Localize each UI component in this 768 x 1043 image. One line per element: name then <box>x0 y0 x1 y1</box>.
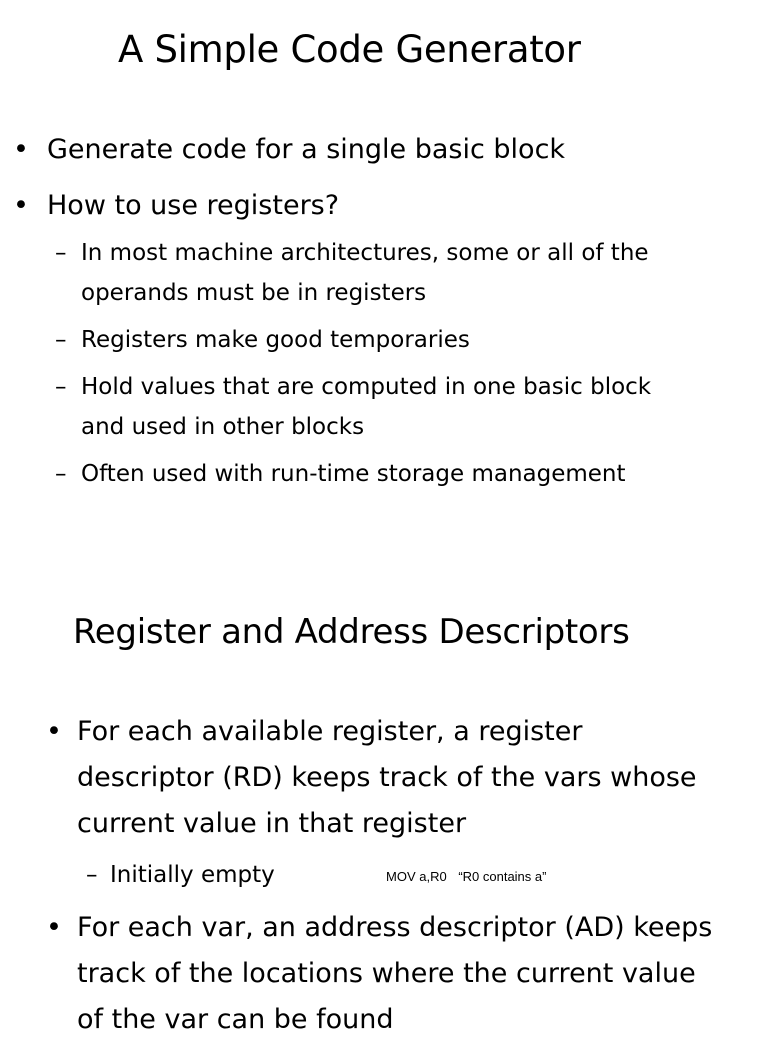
slide2-bullet-1-line1: For each available register, a register <box>77 716 583 747</box>
slide2-bullet-1: • For each available register, a registe… <box>46 709 697 847</box>
slide2-bullet-2-line1: For each var, an address descriptor (AD)… <box>77 912 713 943</box>
slide2-title: Register and Address Descriptors <box>73 612 630 652</box>
bullet-mark: • <box>13 190 29 221</box>
dash-mark: – <box>55 461 67 487</box>
slide1-bullet-2-text: How to use registers? <box>47 190 340 221</box>
code-note: MOV a,R0 “R0 contains a” <box>386 869 546 884</box>
slide1-bullet-1-text: Generate code for a single basic block <box>47 134 566 165</box>
slide1-sub-bullet-1-line1: In most machine architectures, some or a… <box>81 240 649 266</box>
slide1-sub-bullet-1: – In most machine architectures, some or… <box>55 233 649 313</box>
dash-mark: – <box>55 374 67 400</box>
bullet-mark: • <box>46 716 62 747</box>
slide2-sub-bullet: – Initially empty <box>86 855 275 895</box>
slide2-sub-bullet-text: Initially empty <box>110 862 275 888</box>
slide1-sub-bullet-1-line2: operands must be in registers <box>81 280 427 306</box>
slide2-bullet-1-line2: descriptor (RD) keeps track of the vars … <box>77 762 697 793</box>
slide1-title: A Simple Code Generator <box>118 28 581 71</box>
dash-mark: – <box>55 240 67 266</box>
slide2-bullet-2: • For each var, an address descriptor (A… <box>46 905 712 1043</box>
slide1-sub-bullet-3-line1: Hold values that are computed in one bas… <box>81 374 652 400</box>
bullet-mark: • <box>46 912 62 943</box>
slide2-bullet-1-line3: current value in that register <box>77 808 467 839</box>
slide1-bullet-2: • How to use registers? <box>13 183 339 229</box>
slide1-sub-bullet-4: – Often used with run-time storage manag… <box>55 454 626 494</box>
slide2-bullet-2-line3: of the var can be found <box>77 1004 394 1035</box>
slide1-sub-bullet-3-line2: and used in other blocks <box>81 414 365 440</box>
slide1-bullet-1: • Generate code for a single basic block <box>13 127 565 173</box>
dash-mark: – <box>86 862 98 888</box>
slide1-sub-bullet-4-line1: Often used with run-time storage managem… <box>81 461 626 487</box>
slide1-sub-bullet-3: – Hold values that are computed in one b… <box>55 367 651 447</box>
bullet-mark: • <box>13 134 29 165</box>
code-note-instruction: MOV a,R0 <box>386 869 447 884</box>
slide1-sub-bullet-2: – Registers make good temporaries <box>55 320 470 360</box>
dash-mark: – <box>55 327 67 353</box>
slide1-sub-bullet-2-line1: Registers make good temporaries <box>81 327 470 353</box>
slide2-bullet-2-line2: track of the locations where the current… <box>77 958 696 989</box>
code-note-quote: “R0 contains a” <box>458 869 547 884</box>
